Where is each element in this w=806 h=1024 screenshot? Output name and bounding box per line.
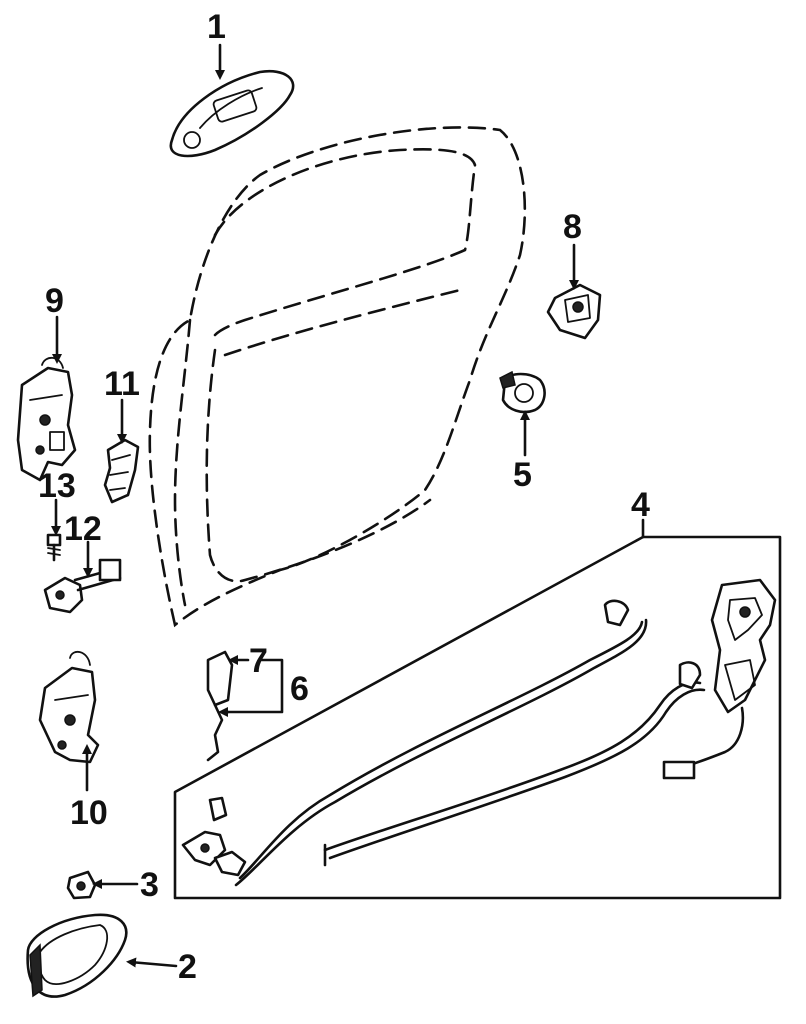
lock-assembly-frame [173, 535, 782, 900]
door-striker [546, 283, 602, 340]
callout-5: 5 [513, 456, 532, 494]
callout-4: 4 [631, 486, 650, 524]
callout-10: 10 [70, 794, 108, 832]
lower-door-hinge [38, 650, 100, 764]
callout-6: 6 [290, 670, 309, 708]
hinge-bolt [46, 533, 62, 562]
handle-clip [66, 870, 97, 900]
lock-bellcrank [181, 796, 247, 877]
interior-door-handle [26, 913, 128, 998]
callout-13: 13 [38, 467, 76, 505]
door-check [43, 558, 122, 614]
callout-7: 7 [249, 642, 268, 680]
callout-11: 11 [104, 365, 140, 403]
callout-12: 12 [64, 510, 102, 548]
lock-cylinder [499, 370, 546, 414]
hinge-shim [103, 438, 140, 504]
callout-3: 3 [140, 866, 159, 904]
exterior-door-handle [169, 69, 295, 158]
lock-rod-short [206, 703, 224, 762]
lock-actuator [662, 578, 777, 780]
door-outline [148, 126, 527, 628]
callout-2: 2 [178, 948, 197, 986]
upper-door-hinge [16, 356, 77, 482]
lock-knob [206, 650, 234, 707]
leader-lines [51, 43, 645, 968]
lock-rods [234, 599, 706, 887]
callout-labels: 1 2 3 4 5 6 7 8 9 10 11 12 13 [38, 8, 650, 986]
callout-1: 1 [207, 8, 226, 46]
callout-8: 8 [563, 208, 582, 246]
callout-9: 9 [45, 282, 64, 320]
